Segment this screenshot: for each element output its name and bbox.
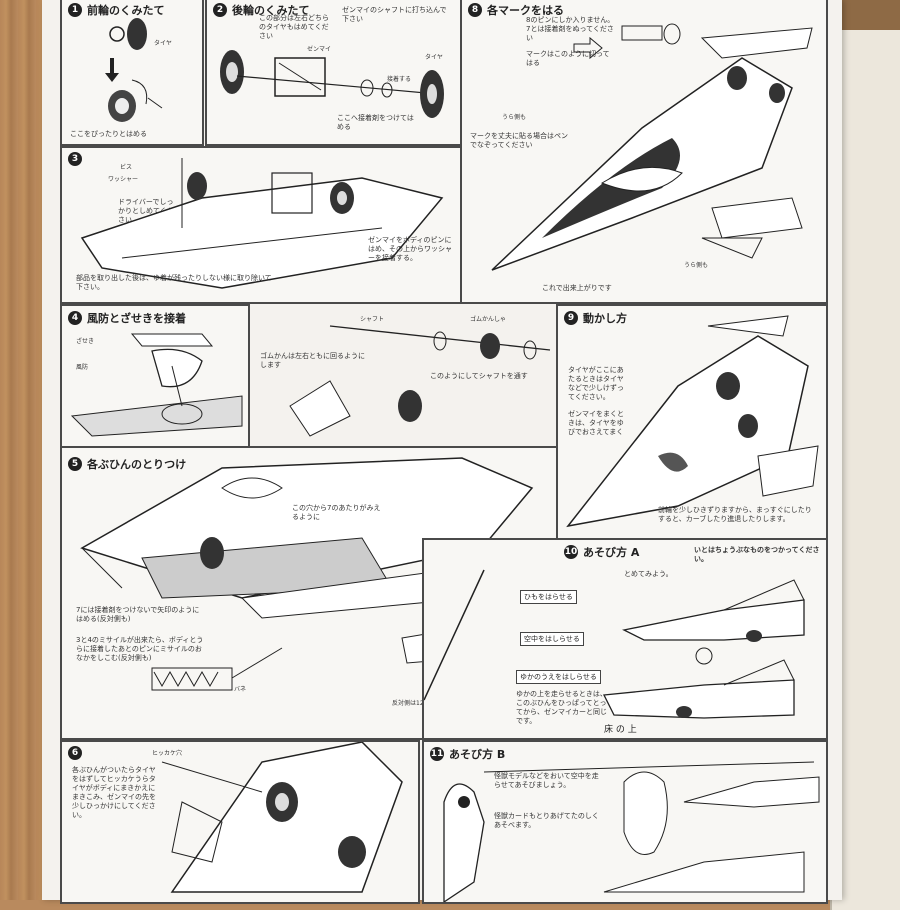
- step-10-header: 10 あそび方 A: [564, 544, 639, 560]
- tire-label: タイヤ: [154, 40, 172, 47]
- step-5-note-3: この穴から7のあたりがみえるように: [292, 504, 381, 521]
- step-3-note-2: ゼンマイをボディのピンにはめ、その上からワッシャーを接着する。: [368, 236, 452, 262]
- step-3-header: 3: [68, 152, 82, 166]
- step-title: 各ぶひんのとりつけ: [87, 458, 187, 471]
- step-11-star-2: 怪獣カードもとりあげてたのしくあそべます。: [494, 812, 599, 829]
- step-3-warning: 部品を取り出した後は、ゆ着が残ったりしない様に取り除いて下さい。: [76, 274, 272, 291]
- step-3-note-1: ドライバーでしっかりとしめてください: [118, 198, 174, 224]
- step-title: 前輪のくみたて: [87, 4, 165, 17]
- step-number: 2: [213, 3, 227, 17]
- step-number: 4: [68, 311, 82, 325]
- step-4-header: 4 風防とざせきを接着: [68, 310, 186, 326]
- panel-step-5-detail: シャフト ゴムかんしゃ ゴムかんは左右ともに回るようにします このようにしてシャ…: [248, 304, 592, 448]
- screw-label: ビス: [120, 164, 133, 171]
- front-wheel-illustration: [105, 18, 163, 122]
- step-11-star-1: 怪獣モデルなどをおいて空中を走らせてあそびましょう。: [494, 772, 599, 789]
- panel-step-2: 2 後輪のくみたて この部分は左右どちらのタイヤもはめてください ゼンマイのシャ…: [205, 0, 462, 146]
- string-box-label: ひもをはらせる: [520, 590, 577, 604]
- panel-step-1: 1 前輪のくみたて タイヤ ここをぴったりとはめる: [60, 0, 204, 146]
- step-number: 5: [68, 457, 82, 471]
- panel-step-3: 3 ビス ワッシャー ドライバーでしっかりとしめてください ゼンマイをボディのピ…: [60, 146, 462, 304]
- panel-step-11: 11 あそび方 B 怪獣モデルなどをおいて空中を走らせてあそびましょう。 怪獣カ…: [422, 740, 828, 904]
- step-9-note-3: 前輪を少しひきずりますから、まっすぐにしたりすると、カーブしたり進退したりします…: [658, 506, 812, 523]
- panel-step-4: 4 風防とざせきを接着 ざせき 風防: [60, 304, 250, 448]
- decal-ship-illustration: [491, 23, 813, 271]
- step-9-note-2: ゼンマイをまくときは、タイヤをゆびでおさえてまく: [568, 410, 624, 436]
- step-number: 1: [68, 3, 82, 17]
- back-side-label: うら側も: [502, 114, 527, 121]
- step-6-note: 各ぶひんがついたらタイヤをはずしてヒッカケうらタイヤがボディにまきかえにまきこみ…: [72, 766, 156, 819]
- step-2-note-1: この部分は左右どちらのタイヤもはめてください: [259, 14, 329, 40]
- washer-label: ワッシャー: [108, 176, 139, 183]
- seat-label: ざせき: [76, 338, 95, 345]
- step-title: 風防とざせきを接着: [87, 312, 186, 325]
- step-10-subtitle: いとはちょうぶなものをつかってください。: [694, 546, 820, 563]
- step-8-note-1: 8のピンにしか入りません。7とは接着剤をぬってください: [526, 16, 615, 42]
- spring-label: バネ: [234, 686, 247, 693]
- step-1-note: ここをぴったりとはめる: [70, 130, 147, 138]
- step-number: 10: [564, 545, 578, 559]
- step-8-note-4: これで出来上がりです: [542, 284, 612, 292]
- step-8-note-2: マークはこのように切ってはる: [526, 50, 610, 67]
- step-6-header: 6: [68, 746, 82, 760]
- panel-step-8: 8 各マークをはる 8のピンにしか入りません。7とは接着剤をぬってください マー…: [460, 0, 828, 304]
- play-a-illustration: [424, 569, 805, 719]
- step-number: 3: [68, 152, 82, 166]
- tire-label: タイヤ: [425, 54, 443, 61]
- step-9-header: 9 動かし方: [564, 310, 627, 326]
- step-5-note-5: 3と4のミサイルが出来たら、ボディとうらに接着したあとのピンにミサイルのおなかを…: [76, 636, 204, 662]
- step-9-note-1: タイヤがここにあたるときはタイヤなどで少しけずってください。: [568, 366, 624, 401]
- step-title: あそび方 B: [449, 748, 506, 761]
- floor-label: 床 の 上: [604, 725, 637, 735]
- step-number: 9: [564, 311, 578, 325]
- spring-hook-illustration: [161, 742, 403, 893]
- step-2-header: 2 後輪のくみたて: [213, 2, 309, 18]
- step-8-header: 8 各マークをはる: [468, 2, 564, 18]
- glue-label: 接着する: [387, 76, 412, 83]
- step-number: 6: [68, 746, 82, 760]
- shaft-label: ゼンマイ: [307, 46, 332, 53]
- panel-step-10: 10 あそび方 A いとはちょうぶなものをつかってください。 ひもをはらせる 空…: [422, 538, 828, 740]
- operation-illustration: [566, 315, 819, 528]
- panel-step-6: 6 ヒッカケ穴 各ぶひんがついたらタイヤをはずしてヒッカケうらタイヤがボディにま…: [60, 740, 420, 904]
- hook-hole-label: ヒッカケ穴: [152, 750, 183, 757]
- step-2-note-3: ここへ接着剤をつけてはめる: [337, 114, 414, 131]
- canopy-seat-illustration: [70, 333, 243, 437]
- rubber-washer-label: ゴムかんしゃ: [470, 316, 507, 323]
- step-5-note-1: ゴムかんは左右ともに回るようにします: [260, 352, 365, 369]
- canopy-label: 風防: [76, 364, 89, 371]
- instruction-sheet: 1 前輪のくみたて タイヤ ここをぴったりとはめる 2 後輪のくみたて この部分…: [42, 0, 842, 904]
- shaft-assembly-illustration: [289, 325, 551, 437]
- step-title: あそび方 A: [583, 546, 640, 559]
- panel-step-9: 9 動かし方 タイヤがここにあたるときはタイヤなどで少しけずってください。 ゼン…: [556, 304, 828, 540]
- air-run-box-label: 空中をはしらせる: [520, 632, 584, 646]
- shaft-label: シャフト: [360, 316, 385, 323]
- parts-attachment-illustration: [80, 457, 534, 691]
- step-title: 各マークをはる: [487, 4, 564, 17]
- step-5-note-4: 7には接着剤をつけないで矢印のようにはめる(反対側も): [76, 606, 200, 623]
- step-title: 後輪のくみたて: [232, 4, 310, 17]
- back-side-label-2: うら側も: [684, 262, 709, 269]
- step-5-header: 5 各ぶひんのとりつけ: [68, 456, 186, 472]
- step-number: 11: [430, 747, 444, 761]
- step-11-header: 11 あそび方 B: [430, 746, 505, 762]
- play-b-illustration: [443, 761, 820, 902]
- floor-run-box-label: ゆかのうえをはしらせる: [516, 670, 601, 684]
- step-10-note-1: とめてみよう。: [624, 570, 673, 578]
- rear-wheel-illustration: [220, 50, 444, 118]
- step-title: 動かし方: [583, 312, 627, 325]
- step-8-note-3: マークを丈夫に貼る場合はペンでなぞってください: [470, 132, 568, 149]
- step-number: 8: [468, 3, 482, 17]
- step-10-note-2: ゆかの上を走らせるときは、このぶひんをひっぱってとってから、ゼンマイカーと同じで…: [516, 690, 607, 725]
- chassis-illustration: [80, 158, 444, 289]
- step-1-header: 1 前輪のくみたて: [68, 2, 164, 18]
- opposite-12-label: 反対側は12: [392, 700, 424, 707]
- step-2-note-2: ゼンマイのシャフトに打ち込んで下さい: [342, 6, 447, 23]
- step-5-note-2: このようにしてシャフトを通す: [430, 372, 528, 380]
